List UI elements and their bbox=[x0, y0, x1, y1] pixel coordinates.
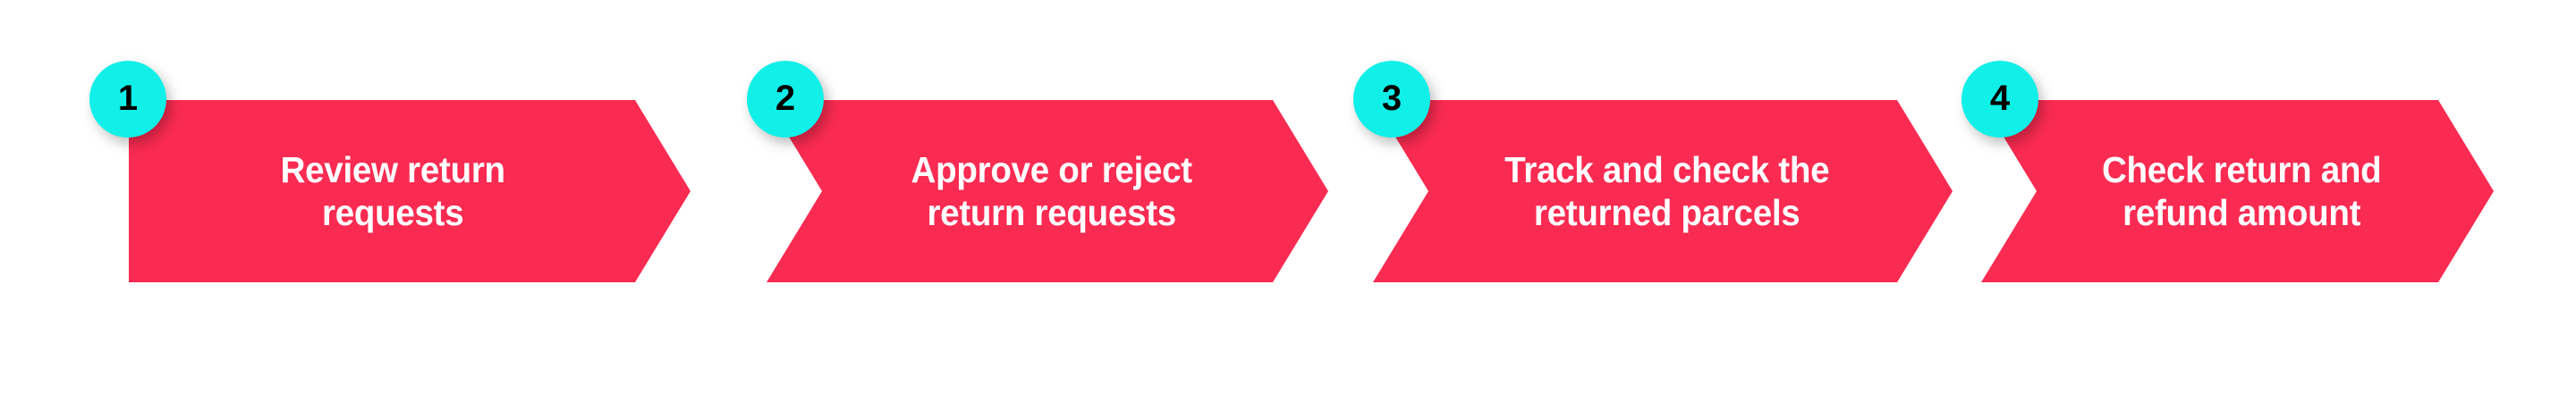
chevron-shape-1 bbox=[129, 100, 691, 282]
step-label-1: Review return requests bbox=[280, 148, 505, 233]
chevron-shape-4 bbox=[1981, 100, 2494, 282]
step-label-3: Track and check the returned parcels bbox=[1504, 148, 1830, 233]
process-step-1[interactable]: Review return requests 1 bbox=[89, 61, 691, 282]
chevron-shape-3 bbox=[1373, 100, 1953, 282]
chevron-shape-2 bbox=[767, 100, 1328, 282]
process-step-3[interactable]: Track and check the returned parcels 3 bbox=[1353, 61, 1953, 282]
process-step-4[interactable]: Check return and refund amount 4 bbox=[1962, 61, 2494, 282]
step-label-2: Approve or reject return requests bbox=[911, 148, 1193, 233]
process-step-2[interactable]: Approve or reject return requests 2 bbox=[747, 61, 1328, 282]
step-number-badge-4[interactable]: 4 bbox=[1962, 61, 2038, 138]
step-label-4: Check return and refund amount bbox=[2101, 148, 2382, 233]
step-number-badge-1[interactable]: 1 bbox=[89, 61, 166, 138]
step-number-badge-2[interactable]: 2 bbox=[747, 61, 824, 138]
step-number-badge-3[interactable]: 3 bbox=[1353, 61, 1430, 138]
